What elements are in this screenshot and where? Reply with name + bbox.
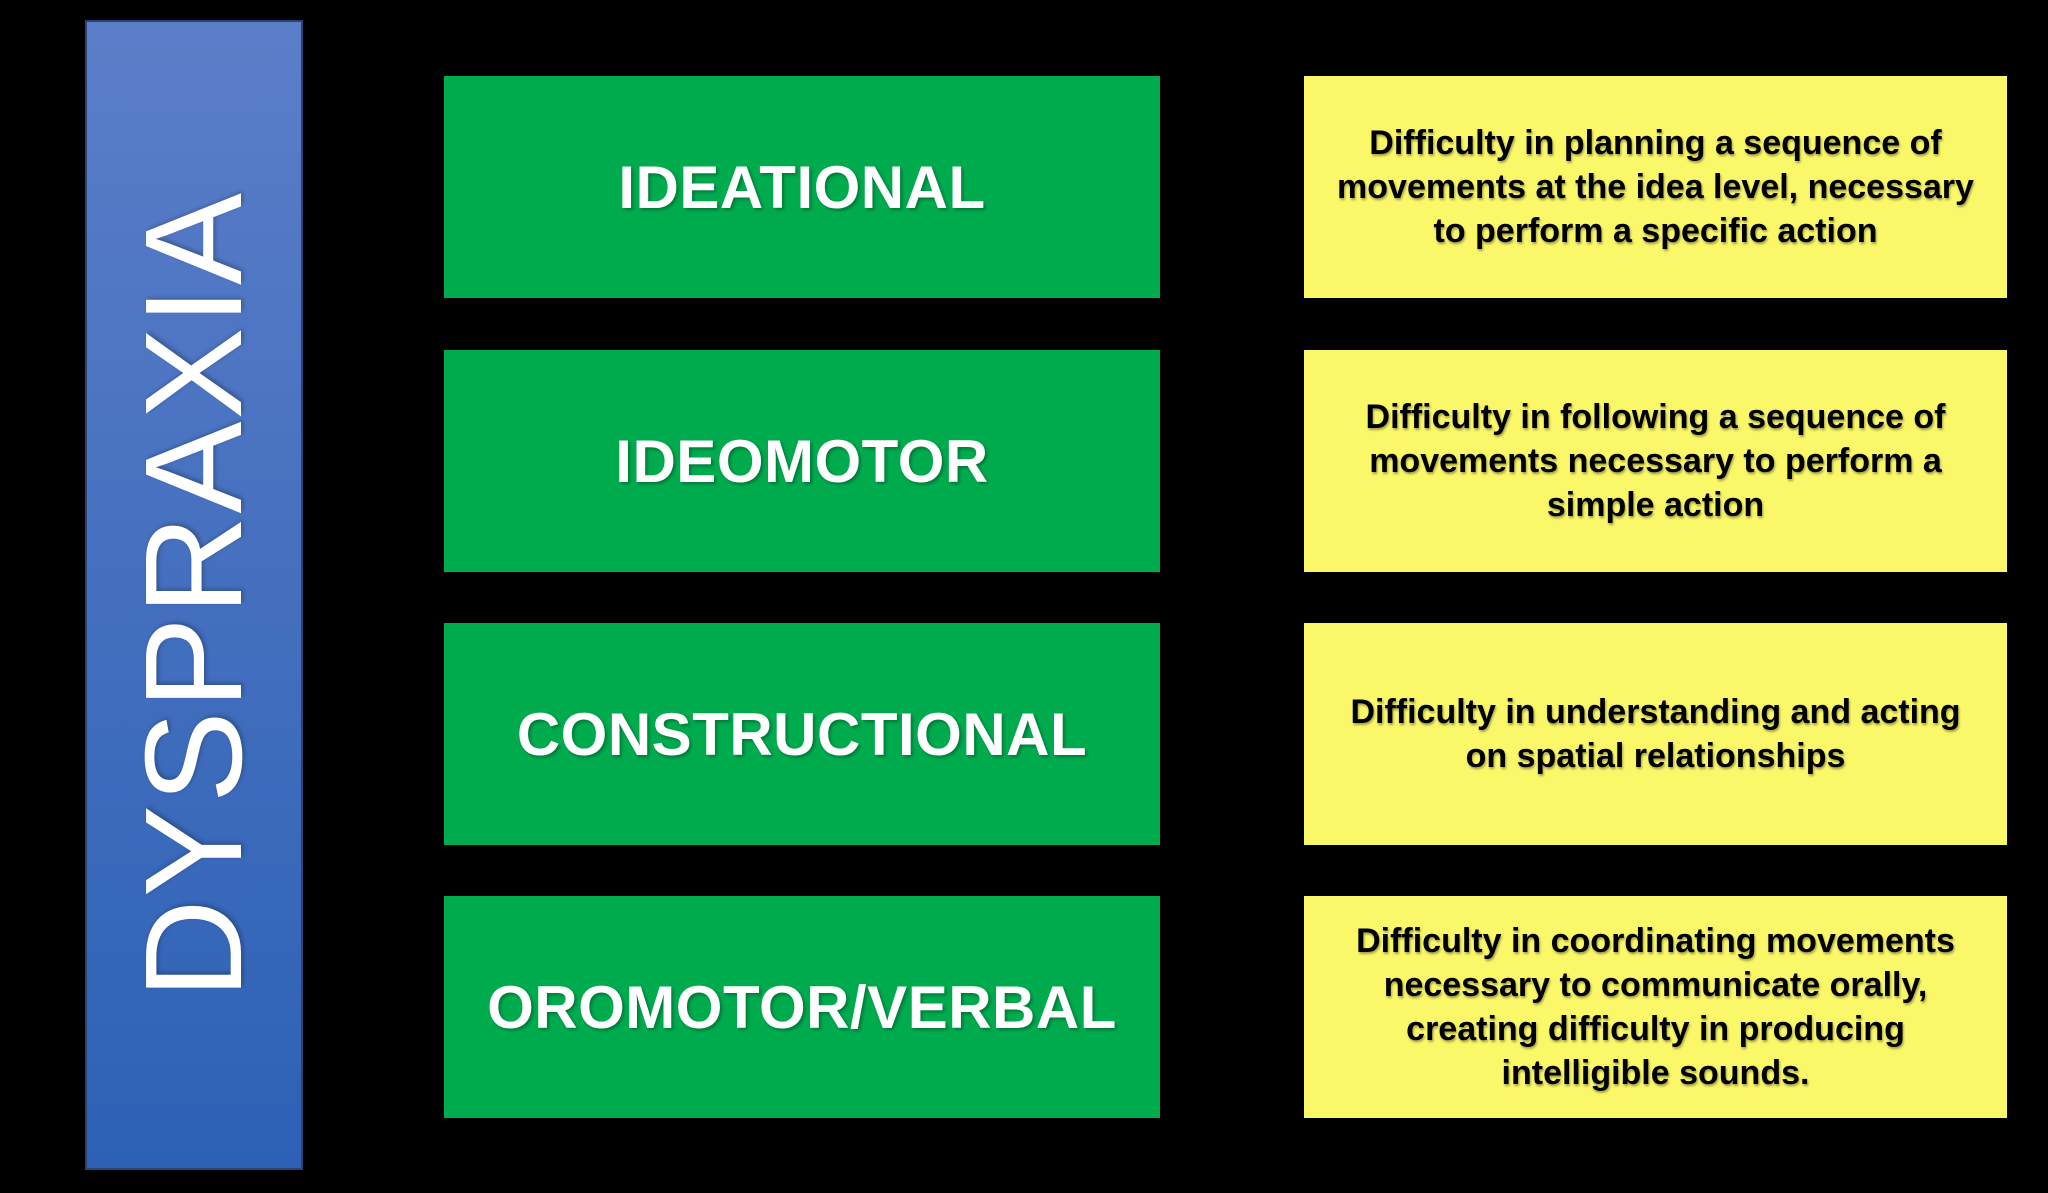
type-label-ideomotor: IDEOMOTOR [615, 427, 989, 495]
type-label-ideational: IDEATIONAL [618, 153, 986, 221]
row-ideomotor: IDEOMOTOR Difficulty in following a sequ… [0, 350, 2048, 572]
desc-text-ideational: Difficulty in planning a sequence of mov… [1337, 123, 1974, 251]
row-oromotor-verbal: OROMOTOR/VERBAL Difficulty in coordinati… [0, 896, 2048, 1118]
type-box-oromotor-verbal: OROMOTOR/VERBAL [444, 896, 1160, 1118]
type-box-ideomotor: IDEOMOTOR [444, 350, 1160, 572]
type-label-oromotor-verbal: OROMOTOR/VERBAL [487, 973, 1117, 1041]
type-box-constructional: CONSTRUCTIONAL [444, 623, 1160, 845]
desc-text-oromotor-verbal: Difficulty in coordinating movements nec… [1356, 921, 1955, 1093]
desc-box-ideational: Difficulty in planning a sequence of mov… [1304, 76, 2007, 298]
row-ideational: IDEATIONAL Difficulty in planning a sequ… [0, 76, 2048, 298]
row-constructional: CONSTRUCTIONAL Difficulty in understandi… [0, 623, 2048, 845]
desc-text-ideomotor: Difficulty in following a sequence of mo… [1365, 397, 1946, 525]
desc-box-ideomotor: Difficulty in following a sequence of mo… [1304, 350, 2007, 572]
type-box-ideational: IDEATIONAL [444, 76, 1160, 298]
diagram-title: DYSPRAXIA [117, 191, 271, 999]
desc-box-oromotor-verbal: Difficulty in coordinating movements nec… [1304, 896, 2007, 1118]
desc-box-constructional: Difficulty in understanding and acting o… [1304, 623, 2007, 845]
dyspraxia-title-bar: DYSPRAXIA [85, 20, 303, 1170]
desc-text-constructional: Difficulty in understanding and acting o… [1350, 692, 1961, 775]
type-label-constructional: CONSTRUCTIONAL [516, 700, 1088, 768]
